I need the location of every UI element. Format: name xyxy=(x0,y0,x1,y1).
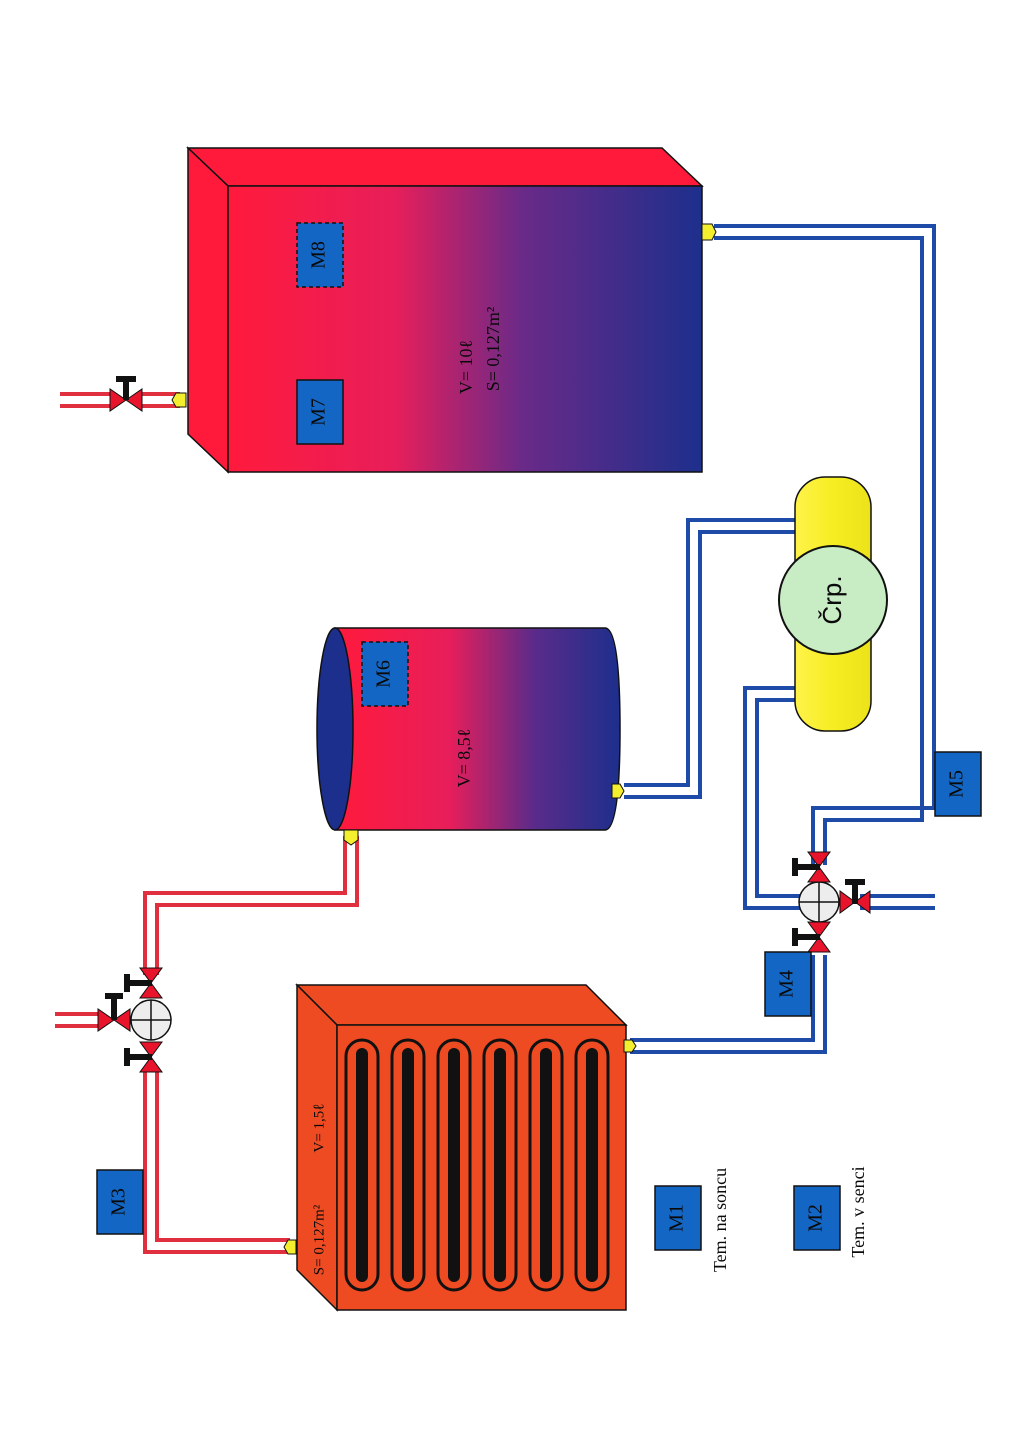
middle-tank-volume: V= 8,5ℓ xyxy=(454,729,474,788)
top-tank-volume: V= 10ℓ xyxy=(456,340,476,394)
sensor-m4-label: M4 xyxy=(776,970,798,998)
fitting-collector-left xyxy=(283,1239,297,1255)
cold-pipe-pump-to-valve xyxy=(743,686,800,910)
collector-surface: S= 0,127m² xyxy=(311,1204,327,1275)
three-way-valve-hot[interactable] xyxy=(97,967,172,1073)
legend-m2-description: Tem. v senci xyxy=(848,1166,868,1257)
collector-tubes xyxy=(344,1038,610,1292)
fittings xyxy=(171,223,717,1255)
collector-tube xyxy=(344,1038,380,1292)
sensor-m5-label: M5 xyxy=(946,770,968,798)
valve-bowtie-right xyxy=(839,879,871,914)
sensor-m1-label: M1 xyxy=(666,1204,688,1232)
valve-bowtie-upper xyxy=(792,851,831,883)
sensor-m6: M6 xyxy=(361,641,409,707)
collector-tube xyxy=(482,1038,518,1292)
sensor-m2-label: M2 xyxy=(805,1204,827,1232)
hot-pipe-valve-to-middle-tank xyxy=(143,836,359,975)
sensor-m8: M8 xyxy=(296,222,344,288)
sensor-m2: M2 xyxy=(793,1185,841,1251)
solar-collector xyxy=(295,983,628,1312)
collector-tube xyxy=(436,1038,472,1292)
fitting-middle-tank-bottom xyxy=(343,829,359,846)
hot-pipe-collector-to-valve xyxy=(143,1068,290,1254)
cold-pipe-middle-tank-to-pump xyxy=(624,518,795,799)
sensor-m6-label: M6 xyxy=(373,660,395,688)
valve-bowtie-lower xyxy=(124,1041,163,1073)
pump-label: Črp. xyxy=(817,575,847,624)
pump xyxy=(778,476,888,732)
cold-pipe-collector-to-valve xyxy=(630,955,827,1054)
pipes xyxy=(55,224,936,1254)
top-storage-tank xyxy=(186,146,704,474)
sensor-m5: M5 xyxy=(934,751,982,817)
sensor-m1: M1 xyxy=(654,1185,702,1251)
sensor-m7: M7 xyxy=(296,379,344,445)
sensor-m3-label: M3 xyxy=(108,1188,130,1216)
legend-m1-description: Tem. na soncu xyxy=(710,1168,730,1272)
fitting-top-tank-left xyxy=(171,392,187,408)
collector-tube xyxy=(528,1038,564,1292)
valve-bowtie-upper xyxy=(124,967,163,999)
top-tank-inlet-valve[interactable] xyxy=(109,376,143,412)
collector-tube xyxy=(390,1038,426,1292)
sensor-m8-label: M8 xyxy=(308,241,330,269)
collector-volume: V= 1,5ℓ xyxy=(311,1104,327,1153)
cold-pipe-top-tank-to-valve xyxy=(714,224,936,865)
three-way-valve-cold[interactable] xyxy=(792,851,871,953)
sensor-m7-label: M7 xyxy=(308,398,330,426)
top-tank-surface: S= 0,127m² xyxy=(483,307,503,392)
hot-pipe-left-inlet xyxy=(55,1012,100,1028)
sensor-m3: M3 xyxy=(96,1169,144,1235)
fitting-top-tank-right xyxy=(701,223,717,241)
fitting-middle-tank-right xyxy=(611,783,625,799)
fitting-collector-right xyxy=(623,1039,637,1053)
valve-bowtie-lower xyxy=(792,921,831,953)
sensor-m4: M4 xyxy=(764,951,812,1017)
collector-tube xyxy=(574,1038,610,1292)
hot-pipe-top-tank-inlet xyxy=(60,392,180,408)
valve-bowtie-left xyxy=(97,993,131,1032)
cold-pipe-right-outlet xyxy=(860,894,935,910)
